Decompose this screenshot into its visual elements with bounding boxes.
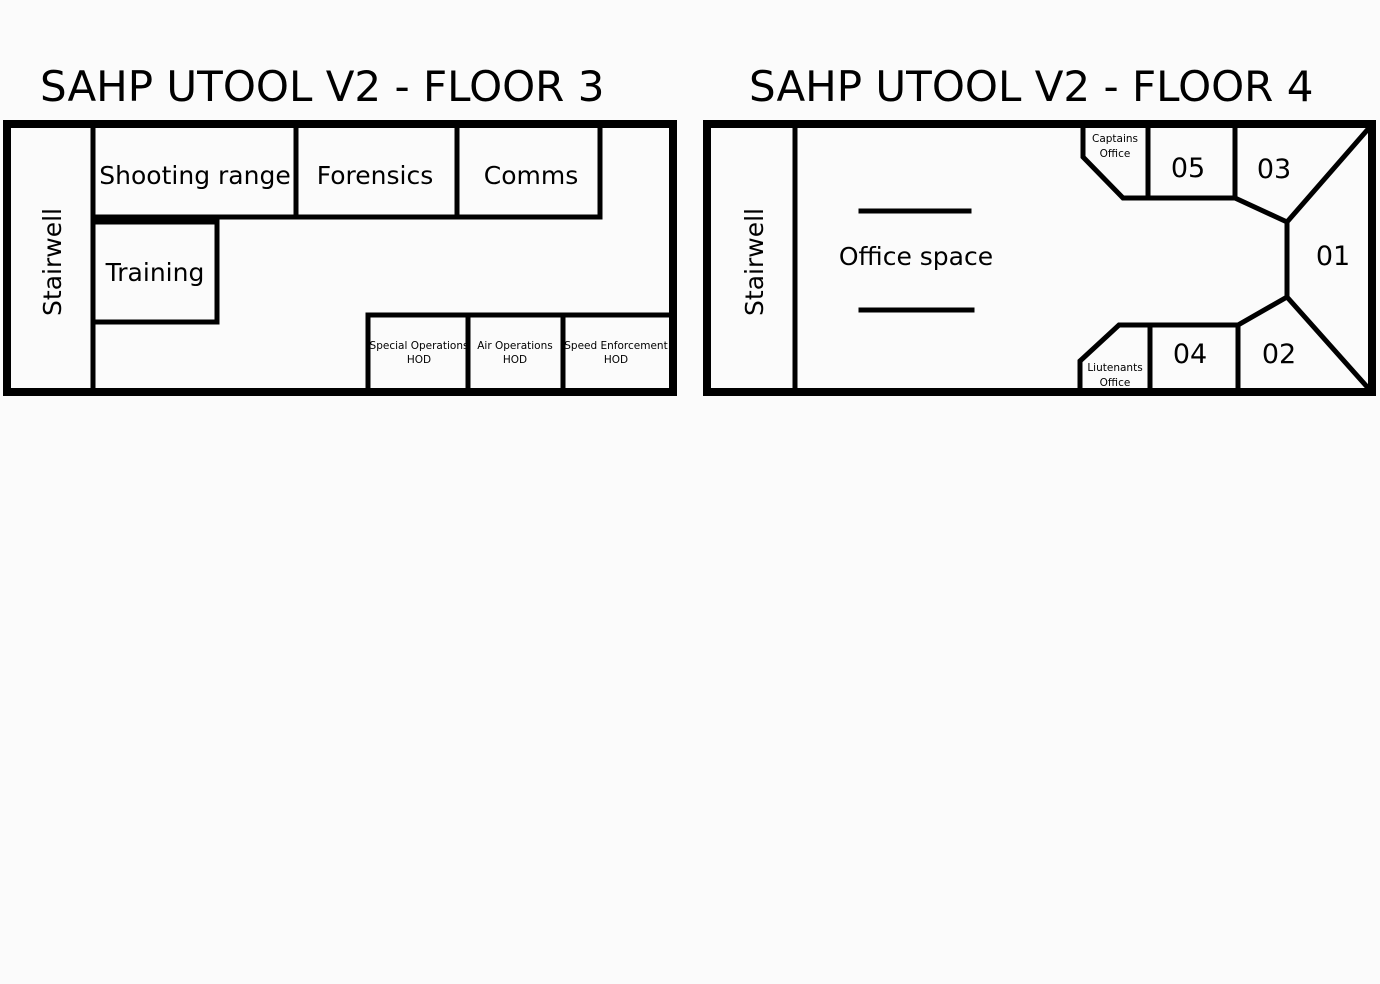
- floor-3-training-wall: [90, 219, 220, 325]
- floor-4-room-03-label: 03: [1257, 154, 1291, 185]
- floor-4-captains-office-label: Office: [1100, 148, 1131, 160]
- floor-4-plan: SAHP UTOOL V2 - FLOOR 4 Stairwell Office…: [703, 62, 1376, 396]
- floor-4-room-04-label: 04: [1173, 339, 1207, 370]
- floor-3-hod-offices-wall: [365, 312, 673, 392]
- floor-3-air-operations-label: Air Operations: [477, 340, 552, 352]
- floor-4-upper-offices-wall: [1080, 124, 1373, 226]
- floor-3-special-operations-label: Special Operations: [370, 340, 469, 352]
- floor-4-lieutenants-office-label: Office: [1100, 377, 1131, 389]
- floor-3-forensics-label: Forensics: [317, 161, 433, 190]
- floor-3-title: SAHP UTOOL V2 - FLOOR 3: [40, 62, 604, 111]
- floor-4-title: SAHP UTOOL V2 - FLOOR 4: [749, 62, 1313, 111]
- floor-4-stairwell-label: Stairwell: [740, 208, 769, 316]
- floor-4-room-02-label: 02: [1262, 339, 1296, 370]
- floor-4-room-05-label: 05: [1171, 153, 1205, 184]
- floor-3-training-label: Training: [105, 258, 205, 287]
- floor-4-lower-offices-wall: [1077, 293, 1373, 393]
- floor-3-outer-wall: [3, 120, 677, 396]
- floor-3-air-operations-hod-label: HOD: [503, 354, 527, 366]
- floor-3-plan: SAHP UTOOL V2 - FLOOR 3 Stairwell Shooti…: [3, 62, 677, 396]
- floor-3-stairwell-label: Stairwell: [38, 208, 67, 316]
- floor-4-outer-wall: [703, 120, 1376, 396]
- floor-3-special-operations-hod-label: HOD: [407, 354, 431, 366]
- floor-4-office-space-label: Office space: [839, 242, 993, 271]
- floor-4-captains-label: Captains: [1092, 133, 1138, 145]
- floor-3-shooting-range-label: Shooting range: [99, 161, 290, 190]
- floor-4-room-01-label: 01: [1316, 241, 1350, 272]
- floor-3-top-rooms-wall: [90, 125, 603, 220]
- floor-4-lieutenants-label: Liutenants: [1087, 362, 1142, 374]
- floor-3-speed-enforcement-label: Speed Enforcement: [564, 340, 667, 352]
- floor-3-comms-label: Comms: [484, 161, 578, 190]
- floor-3-speed-enforcement-hod-label: HOD: [604, 354, 628, 366]
